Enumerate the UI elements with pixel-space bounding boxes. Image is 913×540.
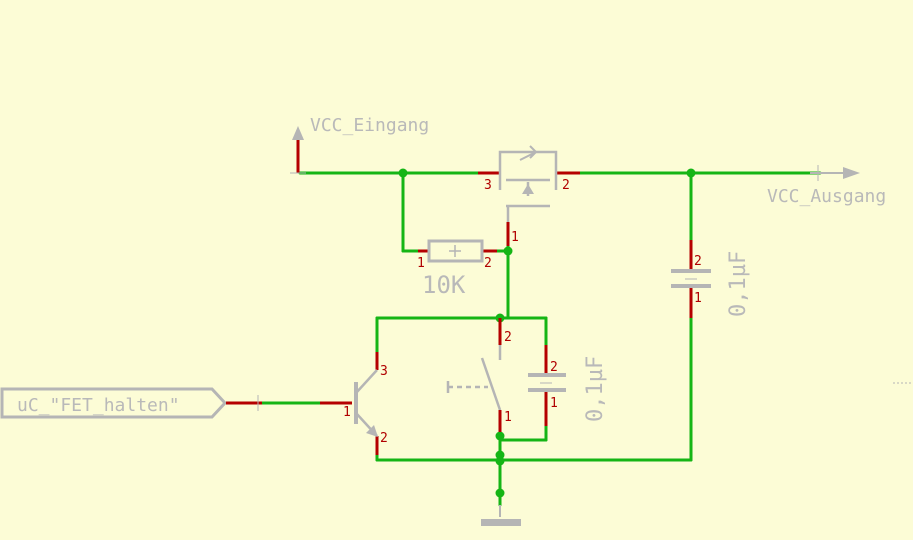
capacitor-2[interactable]: 2 1 [671,240,711,318]
junction-vcc-out [686,168,696,178]
r-pin-1: 1 [417,256,425,271]
q-pin-1: 1 [343,405,351,420]
capacitor-1[interactable]: 2 1 [528,345,566,426]
junction-gate [503,246,513,256]
junction-vcc-in [398,168,408,178]
mosfet[interactable]: 3 2 1 [478,145,580,246]
ground-symbol[interactable] [481,505,521,526]
c2-pin-2: 2 [694,254,702,269]
junction-gnd-b [495,456,505,466]
c1-pin-2: 2 [550,360,558,375]
resistor-value-label: 10K [422,271,466,299]
junction-switch [495,431,505,441]
push-switch[interactable]: 2 1 [446,318,512,432]
sw-pin-2: 2 [504,330,512,345]
c1-pin-1: 1 [550,396,558,411]
q-pin-2: 2 [380,431,388,446]
junctions [398,168,696,498]
c2-value-label: 0,1µF [726,251,751,317]
resistor[interactable]: 1 2 [417,239,497,271]
q-pin-3: 3 [380,364,388,379]
vcc-out-arrow[interactable] [810,165,860,181]
c1-value-label: 0,1µF [583,356,608,422]
c2-pin-1: 1 [694,291,702,306]
vcc-in-label: VCC_Eingang [310,115,429,136]
junction-gnd-c [495,488,505,498]
fet-pin-1: 1 [511,230,519,245]
uc-net-label[interactable]: uC_"FET_halten" [0,387,262,419]
wires [260,171,822,507]
fet-pin-3: 3 [484,178,492,193]
vcc-in-symbol[interactable] [290,126,306,174]
r-pin-2: 2 [484,256,492,271]
sw-pin-1: 1 [504,410,512,425]
uc-net-label-text: uC_"FET_halten" [17,395,180,416]
npn-transistor[interactable]: 3 1 2 [320,352,388,455]
vcc-out-label: VCC_Ausgang [767,186,886,207]
fet-pin-2: 2 [562,178,570,193]
